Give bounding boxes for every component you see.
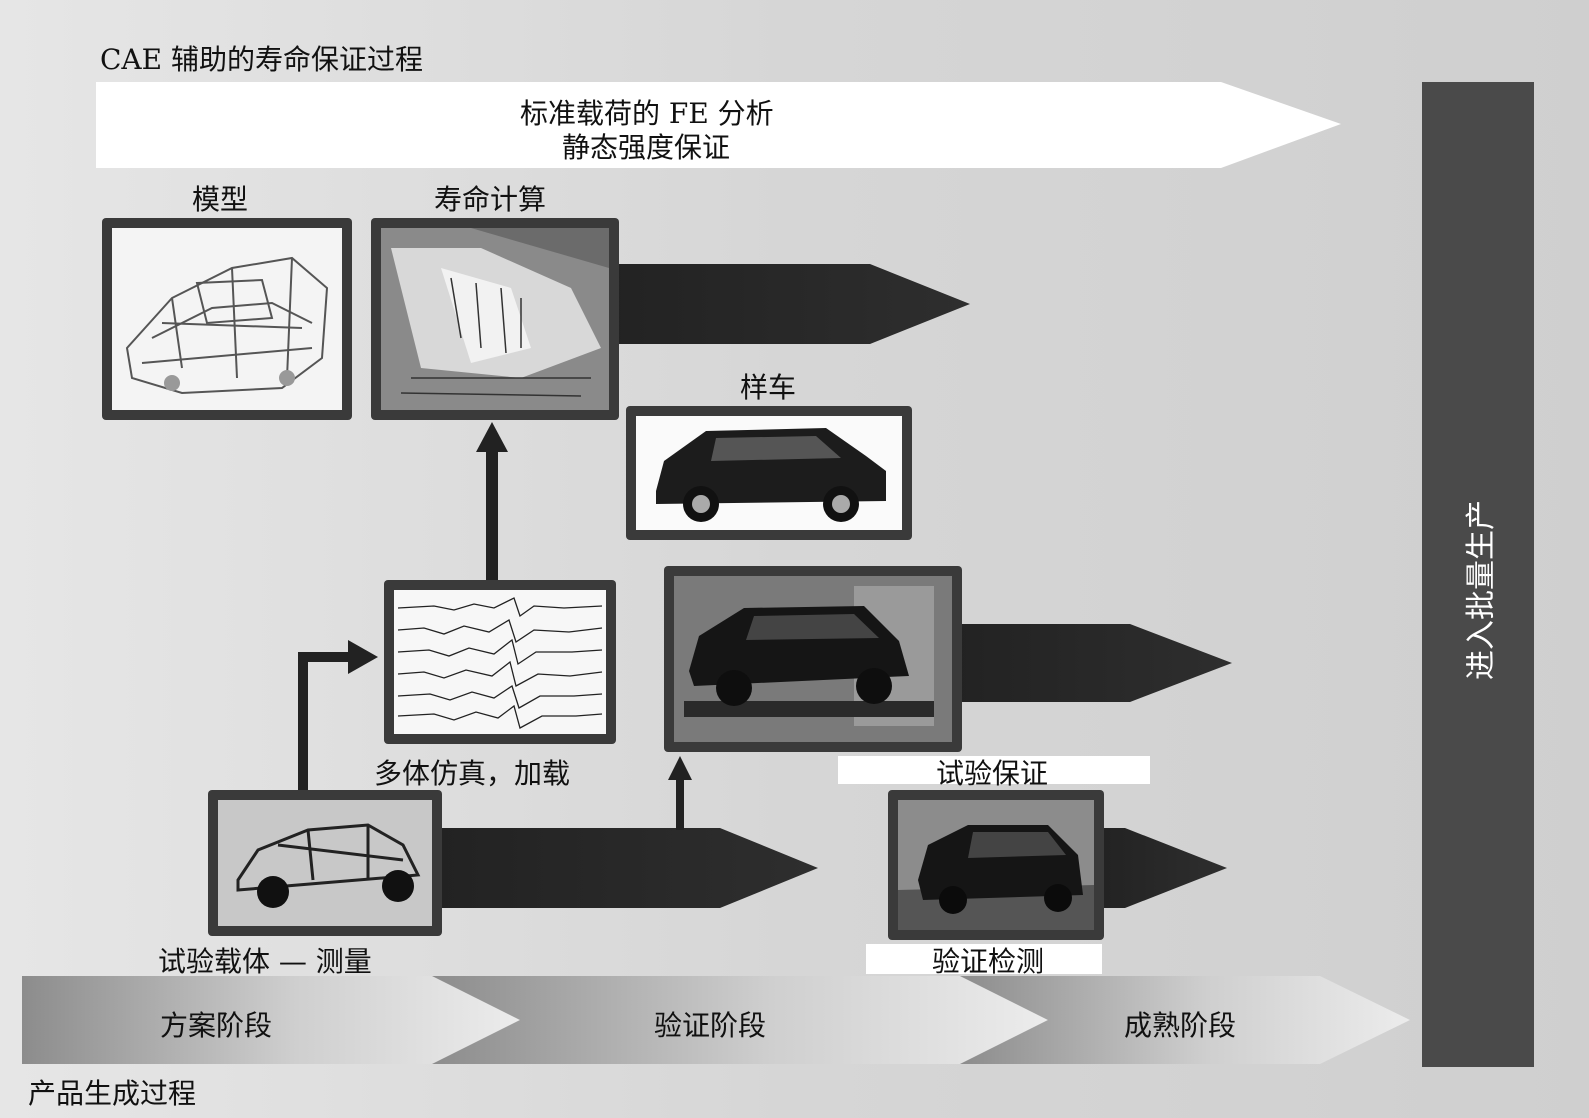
test-carrier-image-frame (208, 790, 442, 936)
rig-test-arrow (950, 624, 1232, 702)
prototype-image-frame (626, 406, 912, 540)
process-label: 产品生成过程 (28, 1077, 197, 1110)
field-test-arrow (1095, 828, 1227, 908)
phase-concept: 方案阶段 (160, 1009, 273, 1042)
field-test-label-bg (866, 944, 1102, 974)
field-test-label: 验证检测 (932, 945, 1045, 978)
phase-arrows (22, 976, 1410, 1064)
car-body-frame-image (125, 256, 329, 395)
phase-validation: 验证阶段 (654, 1009, 767, 1042)
model-label: 模型 (192, 183, 249, 216)
life-calc-label: 寿命计算 (434, 183, 547, 216)
phase-maturity: 成熟阶段 (1124, 1009, 1237, 1042)
load-signal-chart-image (397, 597, 603, 729)
test-carrier-chassis-image (218, 800, 432, 926)
multibody-image-frame (384, 580, 616, 744)
life-calc-arrow (600, 264, 970, 344)
model-image-frame (102, 218, 352, 420)
test-carrier-arrow (430, 828, 818, 908)
fe-mesh-image (381, 228, 609, 410)
fe-banner-line1: 标准载荷的 FE 分析 (520, 97, 774, 130)
fe-banner-arrow (96, 82, 1341, 168)
prototype-label: 样车 (740, 371, 797, 404)
mass-production-bar (1422, 82, 1534, 1067)
multibody-label: 多体仿真，加载 (374, 757, 571, 790)
rig-test-car-image (674, 576, 952, 742)
diagram-title: CAE 辅助的寿命保证过程 (100, 43, 423, 76)
test-carrier-label: 试验载体 — 测量 (158, 945, 372, 978)
rig-test-image-frame (664, 566, 962, 752)
field-test-image-frame (888, 790, 1104, 940)
field-test-car-image (898, 800, 1094, 930)
prototype-car-image (656, 428, 886, 522)
rig-test-label: 试验保证 (936, 757, 1049, 790)
rig-test-label-bg (838, 756, 1150, 784)
fe-banner-line2: 静态强度保证 (562, 131, 731, 164)
life-calc-image-frame (371, 218, 619, 420)
